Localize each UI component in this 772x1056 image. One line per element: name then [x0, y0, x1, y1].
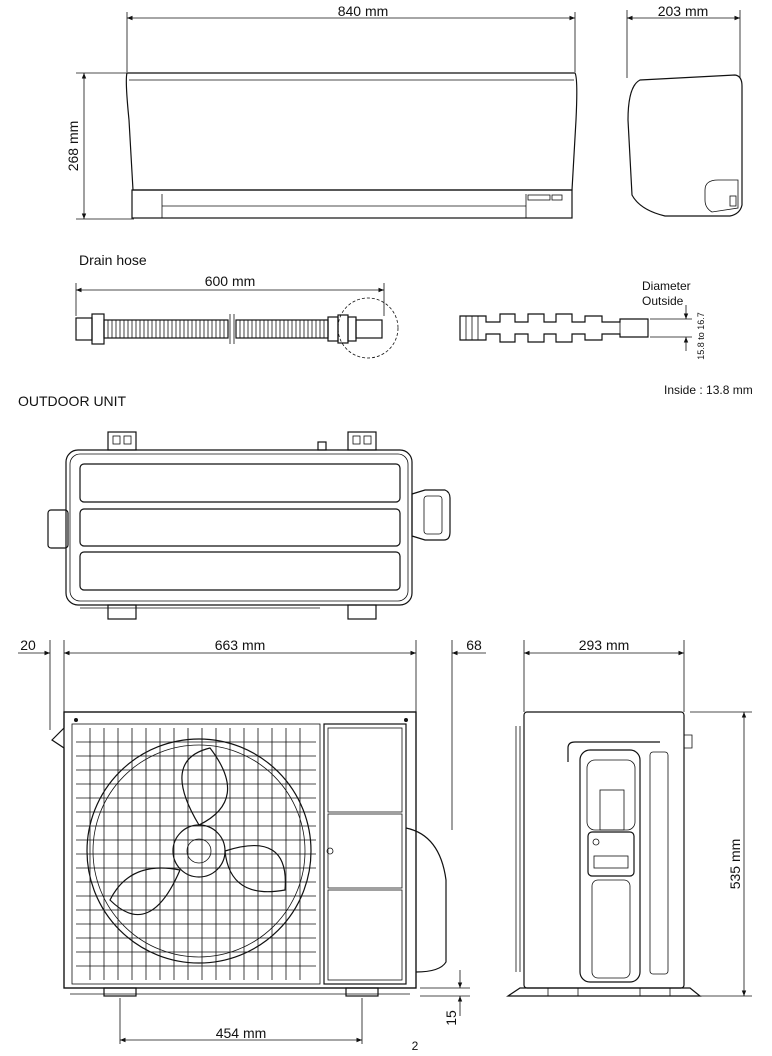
- outdoor-left-offset-label: 20: [20, 637, 36, 653]
- indoor-height-label: 268 mm: [65, 121, 81, 172]
- outdoor-unit-top-view: [47, 431, 451, 620]
- indoor-unit-front-view: 840 mm 268 mm: [65, 3, 578, 220]
- hose-end-detail: [459, 313, 649, 343]
- indoor-depth-label: 203 mm: [658, 3, 709, 19]
- indoor-width-label: 840 mm: [338, 3, 389, 19]
- drain-hose-title: Drain hose: [79, 252, 147, 268]
- drain-hose-length-label: 600 mm: [205, 273, 256, 289]
- outdoor-right-offset-label: 68: [466, 637, 482, 653]
- outdoor-unit-side-view: 293 mm 535 mm: [506, 637, 752, 997]
- inside-diameter-label: Inside : 13.8 mm: [664, 383, 753, 397]
- diameter-label: Diameter: [642, 279, 691, 293]
- outdoor-unit-title: OUTDOOR UNIT: [18, 393, 127, 409]
- indoor-unit-side-view: 203 mm: [626, 3, 743, 217]
- outdoor-width-label: 663 mm: [215, 637, 266, 653]
- outdoor-unit-front-view: 20 663 mm 68: [18, 637, 486, 1044]
- drain-hose-drawing: Drain hose 600 mm: [75, 252, 753, 397]
- hose-corrugation-right: [235, 319, 329, 339]
- outdoor-foot-height-label: 15: [443, 1010, 459, 1026]
- hose-corrugation-left: [103, 319, 229, 339]
- outside-label: Outside: [642, 294, 684, 308]
- outdoor-depth-label: 293 mm: [579, 637, 630, 653]
- page-number: 2: [412, 1039, 419, 1053]
- outside-range-label: 15.8 to 16.7: [696, 312, 706, 360]
- outdoor-height-label: 535 mm: [727, 839, 743, 890]
- outdoor-foot-spacing-label: 454 mm: [216, 1025, 267, 1041]
- fan-grille: [76, 728, 316, 980]
